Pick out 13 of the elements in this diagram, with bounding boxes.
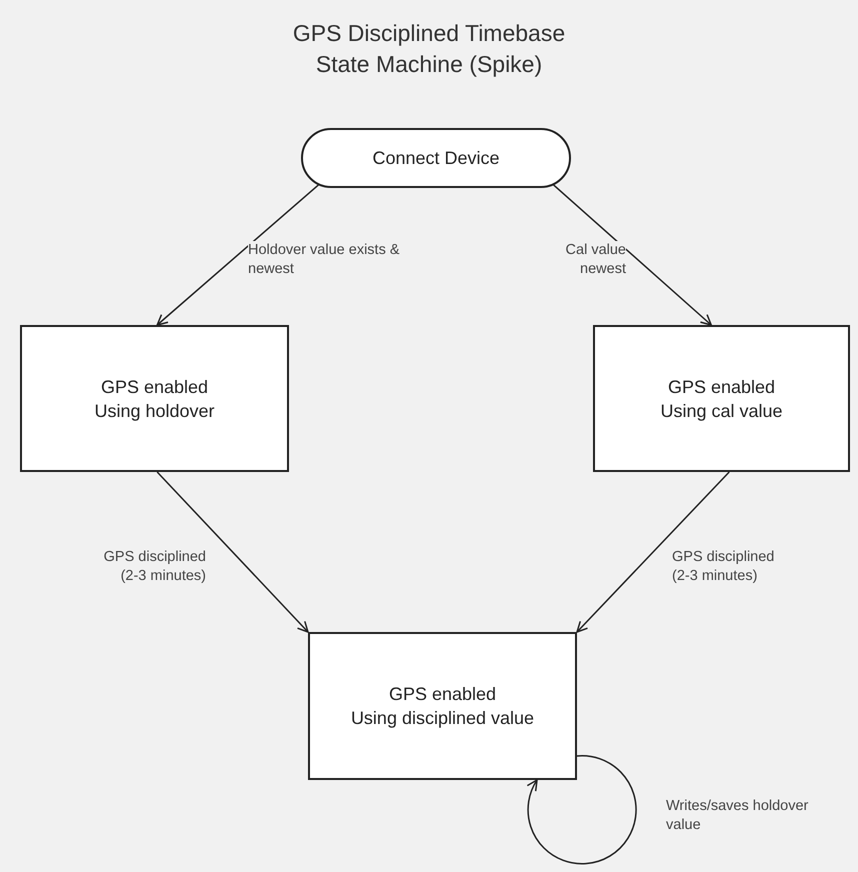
state-text: Connect Device (372, 147, 500, 170)
state-text: GPS enabled Using disciplined value (350, 683, 534, 730)
state-box (20, 325, 289, 472)
arrow (552, 184, 712, 326)
arrow (156, 471, 309, 633)
arrow (576, 471, 730, 633)
state-box (308, 632, 577, 780)
self-loop-arrow (526, 755, 637, 864)
state-text: GPS enabled Using holdover (94, 376, 215, 422)
arrow (156, 184, 320, 326)
state-box (593, 325, 850, 472)
state-text: GPS enabled Using cal value (660, 376, 783, 422)
diagram-title: GPS Disciplined Timebase State Machine (Spike) (292, 19, 566, 79)
